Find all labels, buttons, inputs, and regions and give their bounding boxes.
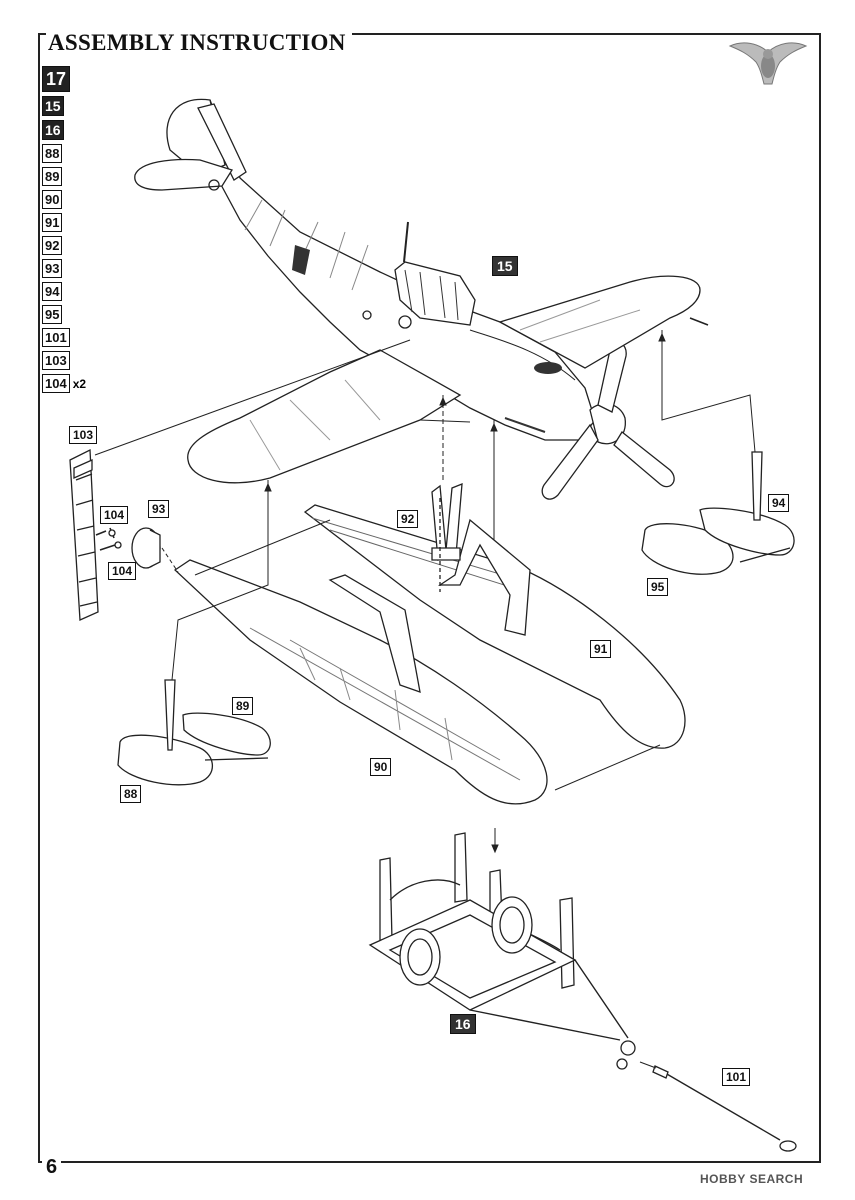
parts-step-list: 17 15 16 88 89 90 91 92 93 94 95 101 103… <box>42 66 86 393</box>
part-ref-item: 88 <box>42 144 63 163</box>
eagle-logo-icon <box>728 42 808 85</box>
part-ref-item: 89 <box>42 167 63 186</box>
part-ref-item: 95 <box>42 305 63 324</box>
part-ref-item: 104 <box>42 374 70 393</box>
step-ref-item: 15 <box>42 96 64 116</box>
callout-94: 94 <box>768 494 790 512</box>
callout-104: 104 <box>100 506 129 524</box>
watermark-text: HOBBY SEARCH <box>700 1172 804 1186</box>
part-93-disc <box>131 527 161 569</box>
callout-93: 93 <box>148 500 170 518</box>
callout-90: 90 <box>370 758 392 776</box>
part-ref-item: 93 <box>42 259 63 278</box>
callout-88: 88 <box>120 785 142 803</box>
beaching-trolley <box>368 832 797 1152</box>
part-ref-item: 101 <box>42 328 70 347</box>
callout-101: 101 <box>722 1068 751 1086</box>
part-ref-item: 92 <box>42 236 63 255</box>
part-ref-with-qty: 104 x2 <box>42 374 86 393</box>
step-number: 17 <box>42 66 71 92</box>
callout-104: 104 <box>108 562 137 580</box>
part-quantity: x2 <box>72 376 87 391</box>
part-94-95-float-rudder <box>641 451 795 575</box>
page-title: ASSEMBLY INSTRUCTION <box>46 30 352 56</box>
page-frame <box>38 33 821 1163</box>
float-assembly <box>173 483 686 805</box>
callout-89: 89 <box>232 697 254 715</box>
step-ref-item: 16 <box>42 120 64 140</box>
part-ref-item: 94 <box>42 282 63 301</box>
part-ref-item: 103 <box>42 351 70 370</box>
callout-91: 91 <box>590 640 612 658</box>
part-88-89-float-rudder <box>117 679 271 786</box>
part-104-screws <box>95 527 122 551</box>
aircraft-illustration <box>134 98 709 500</box>
callout-95: 95 <box>647 578 669 596</box>
part-103-ladder <box>69 448 99 621</box>
callout-92: 92 <box>397 510 419 528</box>
callout-16: 16 <box>450 1014 476 1034</box>
part-ref-item: 90 <box>42 190 63 209</box>
part-ref-item: 91 <box>42 213 63 232</box>
callout-103: 103 <box>69 426 98 444</box>
assembly-leader-lines <box>94 330 756 1069</box>
page-number: 6 <box>42 1156 62 1179</box>
callout-15: 15 <box>492 256 518 276</box>
